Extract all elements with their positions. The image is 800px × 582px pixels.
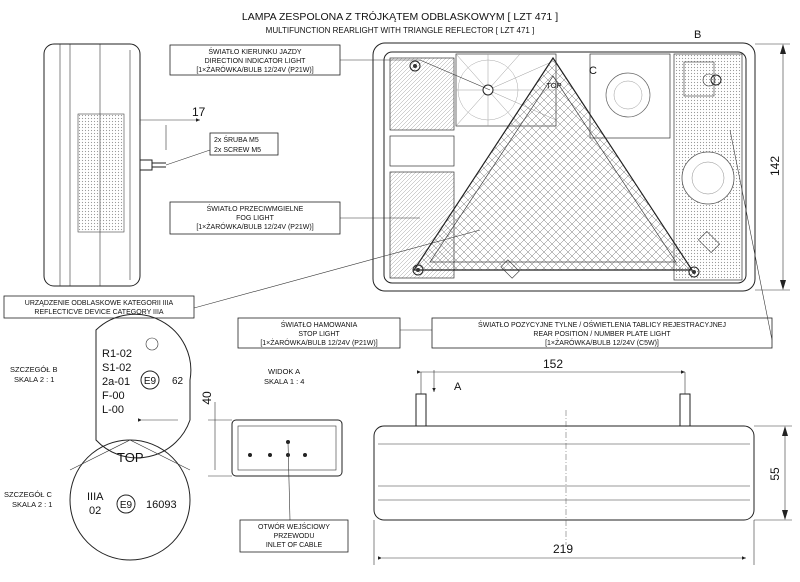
- bottom-view: 152 A 219 55: [373, 357, 792, 565]
- svg-text:PRZEWODU: PRZEWODU: [274, 533, 315, 540]
- detail-b: SZCZEGÓŁ B SKALA 2 : 1 R1-02 S1-02 2a-01…: [10, 313, 192, 459]
- svg-text:DIRECTION INDICATOR LIGHT: DIRECTION INDICATOR LIGHT: [205, 58, 307, 65]
- svg-text:ŚWIATŁO POZYCYJNE TYLNE / OŚWI: ŚWIATŁO POZYCYJNE TYLNE / OŚWIETLENIA TA…: [478, 320, 726, 329]
- callout-direction: ŚWIATŁO KIERUNKU JAZDY DIRECTION INDICAT…: [169, 44, 491, 91]
- callout-stop: ŚWIATŁO HAMOWANIA STOP LIGHT [1×ŻARÓWKA/…: [237, 317, 440, 349]
- svg-text:2x SCREW M5: 2x SCREW M5: [214, 147, 261, 154]
- svg-text:ŚWIATŁO HAMOWANIA: ŚWIATŁO HAMOWANIA: [281, 320, 358, 329]
- direction-indicator-area: [389, 57, 455, 131]
- svg-text:URZĄDZENIE ODBLASKOWE KATEGORI: URZĄDZENIE ODBLASKOWE KATEGORII IIIA: [25, 300, 174, 307]
- svg-text:WIDOK A: WIDOK A: [268, 367, 300, 376]
- dim-width: 219: [553, 542, 573, 556]
- svg-text:E9: E9: [144, 376, 157, 387]
- svg-text:SZCZEGÓŁ B: SZCZEGÓŁ B: [10, 365, 58, 374]
- svg-text:[1×ŻARÓWKA/BULB 12/24V (C5W)]: [1×ŻARÓWKA/BULB 12/24V (C5W)]: [545, 338, 659, 347]
- side-view: 17: [43, 43, 211, 287]
- svg-text:2x ŚRUBA M5: 2x ŚRUBA M5: [214, 135, 259, 144]
- callout-fog: ŚWIATŁO PRZECIWMGIELNE FOG LIGHT [1×ŻARÓ…: [169, 201, 420, 235]
- svg-text:REFLECTICVE DEVICE CATEGORY II: REFLECTICVE DEVICE CATEGORY IIIA: [34, 309, 163, 316]
- svg-text:SKALA 1 : 4: SKALA 1 : 4: [264, 377, 304, 386]
- title-pl: LAMPA ZESPOLONA Z TRÓJKĄTEM ODBLASKOWYM …: [242, 10, 558, 23]
- svg-text:S1-02: S1-02: [102, 362, 131, 374]
- side-reflector-pattern: [77, 113, 125, 233]
- callout-position: ŚWIATŁO POZYCYJNE TYLNE / OŚWIETLENIA TA…: [431, 129, 773, 349]
- svg-text:REAR POSITION / NUMBER PLATE L: REAR POSITION / NUMBER PLATE LIGHT: [533, 331, 671, 338]
- top-marking: TOP: [546, 81, 561, 90]
- mark-b: B: [694, 29, 701, 41]
- svg-text:ŚWIATŁO KIERUNKU JAZDY: ŚWIATŁO KIERUNKU JAZDY: [208, 47, 302, 56]
- svg-text:SKALA 2 : 1: SKALA 2 : 1: [14, 375, 54, 384]
- dim-depth: 55: [768, 467, 782, 481]
- svg-text:L-00: L-00: [102, 404, 124, 416]
- svg-text:2a-01: 2a-01: [102, 376, 130, 388]
- svg-text:STOP LIGHT: STOP LIGHT: [298, 331, 340, 338]
- svg-text:02: 02: [89, 505, 101, 517]
- detail-c: SZCZEGÓŁ C SKALA 2 : 1 TOP IIIA 02 E9 16…: [4, 439, 191, 561]
- svg-text:OTWÓR WEJŚCIOWY: OTWÓR WEJŚCIOWY: [258, 522, 330, 531]
- svg-text:FOG LIGHT: FOG LIGHT: [236, 215, 274, 222]
- dim-screw-length: 17: [192, 105, 206, 119]
- callout-reflective: URZĄDZENIE ODBLASKOWE KATEGORII IIIA REF…: [3, 229, 481, 319]
- svg-text:SZCZEGÓŁ C: SZCZEGÓŁ C: [4, 490, 53, 499]
- svg-text:[1×ŻARÓWKA/BULB 12/24V (P21W)]: [1×ŻARÓWKA/BULB 12/24V (P21W)]: [196, 222, 313, 231]
- dim-depth-a: 40: [200, 391, 214, 405]
- svg-text:[1×ŻARÓWKA/BULB 12/24V (P21W)]: [1×ŻARÓWKA/BULB 12/24V (P21W)]: [196, 65, 313, 74]
- svg-text:16093: 16093: [146, 499, 177, 511]
- svg-text:[1×ŻARÓWKA/BULB 12/24V (P21W)]: [1×ŻARÓWKA/BULB 12/24V (P21W)]: [260, 338, 377, 347]
- svg-text:E9: E9: [120, 500, 133, 511]
- svg-text:F-00: F-00: [102, 390, 125, 402]
- dim-height: 142: [768, 156, 782, 176]
- svg-text:INLET OF CABLE: INLET OF CABLE: [266, 542, 323, 549]
- dim-holes: 152: [543, 357, 563, 371]
- view-a: WIDOK A SKALA 1 : 4 40 OTWÓR WEJŚCIOWY P…: [200, 367, 349, 553]
- callout-screw: 2x ŚRUBA M5 2x SCREW M5: [209, 132, 279, 156]
- mark-c: C: [589, 65, 597, 77]
- svg-text:ŚWIATŁO PRZECIWMGIELNE: ŚWIATŁO PRZECIWMGIELNE: [207, 204, 304, 213]
- reflective-triangle: [412, 56, 694, 271]
- svg-text:IIIA: IIIA: [87, 491, 104, 503]
- mark-a: A: [454, 381, 462, 393]
- svg-text:SKALA 2 : 1: SKALA 2 : 1: [12, 500, 52, 509]
- front-view: TOP B C 142: [372, 29, 790, 292]
- svg-text:TOP: TOP: [117, 450, 144, 465]
- title-en: MULTIFUNCTION REARLIGHT WITH TRIANGLE RE…: [266, 26, 535, 35]
- svg-text:62: 62: [172, 376, 184, 387]
- svg-text:R1-02: R1-02: [102, 348, 132, 360]
